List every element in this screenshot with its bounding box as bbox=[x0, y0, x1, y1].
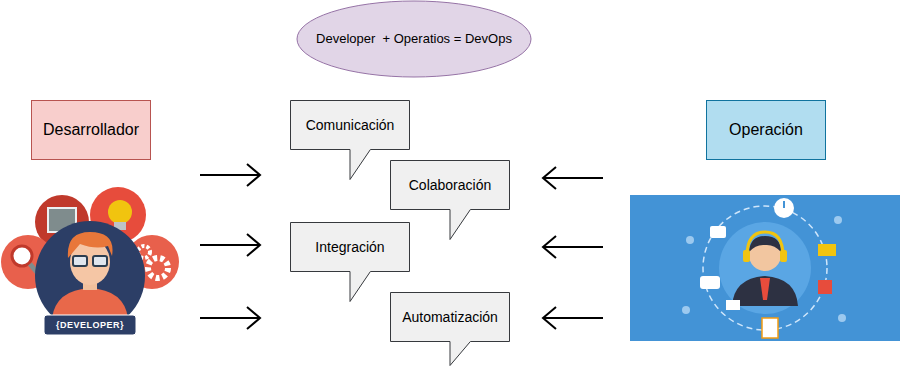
headset-ear bbox=[780, 250, 787, 262]
arrow-head bbox=[543, 167, 556, 189]
operator-halo bbox=[719, 222, 811, 314]
arrow-head bbox=[543, 236, 556, 258]
operator-hair bbox=[749, 236, 781, 252]
developer-hair bbox=[68, 232, 113, 258]
envelope-icon bbox=[818, 244, 836, 256]
headset bbox=[747, 232, 783, 256]
left-arrow bbox=[544, 246, 603, 248]
dot-icon bbox=[838, 314, 846, 322]
node-outline bbox=[390, 292, 510, 366]
arrow-head bbox=[247, 234, 260, 256]
node-text: Desarrollador bbox=[43, 120, 139, 139]
speech-callout: Automatización bbox=[390, 292, 510, 366]
speech-callout: Integración bbox=[290, 222, 410, 302]
role-box-shape bbox=[32, 101, 151, 160]
operator-panel bbox=[630, 195, 900, 341]
node-outline bbox=[290, 222, 410, 302]
orbit-ring bbox=[703, 206, 827, 330]
clock-icon bbox=[774, 198, 794, 218]
arrow-head bbox=[247, 307, 260, 329]
magnifier-icon bbox=[12, 246, 32, 266]
role-box: Desarrollador bbox=[31, 100, 151, 160]
node-text: Developer + Operatios = DevOps bbox=[316, 31, 512, 47]
title-ellipse-shape bbox=[297, 1, 531, 77]
node-text: Integración bbox=[315, 239, 384, 256]
operator-suit bbox=[732, 276, 798, 306]
role-box-shape bbox=[707, 101, 826, 160]
node-text: Automatización bbox=[402, 309, 498, 326]
operator-tie bbox=[760, 278, 770, 300]
mail-icon bbox=[726, 300, 740, 310]
chat-icon bbox=[710, 226, 726, 238]
left-arrow bbox=[544, 177, 603, 179]
lightbulb-icon bbox=[108, 200, 132, 224]
chat-icon bbox=[700, 276, 720, 289]
operator-illustration bbox=[630, 195, 900, 341]
dot-icon bbox=[834, 216, 842, 224]
left-arrow bbox=[544, 317, 603, 319]
alert-icon bbox=[818, 280, 832, 294]
node-text: Colaboración bbox=[409, 177, 492, 194]
node-text: Comunicación bbox=[306, 117, 395, 134]
dot-icon bbox=[686, 236, 694, 244]
role-box: Operación bbox=[706, 100, 826, 160]
title-ellipse: Developer + Operatios = DevOps bbox=[296, 0, 532, 78]
dot-icon bbox=[682, 306, 690, 314]
speech-callout-shape bbox=[291, 223, 410, 302]
right-arrow bbox=[200, 317, 259, 319]
document-icon bbox=[762, 318, 778, 338]
right-arrow bbox=[200, 174, 259, 176]
node-text: Operación bbox=[729, 120, 803, 139]
developer-band bbox=[44, 315, 136, 335]
gear-icon bbox=[148, 258, 168, 278]
developer-shirt bbox=[52, 288, 128, 318]
glasses bbox=[93, 256, 107, 266]
headset-ear bbox=[743, 250, 750, 262]
badge-label: {DEVELOPER} bbox=[44, 315, 136, 335]
arrow-head bbox=[543, 307, 556, 329]
clock-hand bbox=[783, 201, 785, 208]
right-arrow bbox=[200, 244, 259, 246]
arrow-head bbox=[247, 164, 260, 186]
glasses bbox=[73, 256, 87, 266]
developer-illustration bbox=[1, 187, 179, 335]
speech-callout-shape bbox=[391, 293, 510, 366]
